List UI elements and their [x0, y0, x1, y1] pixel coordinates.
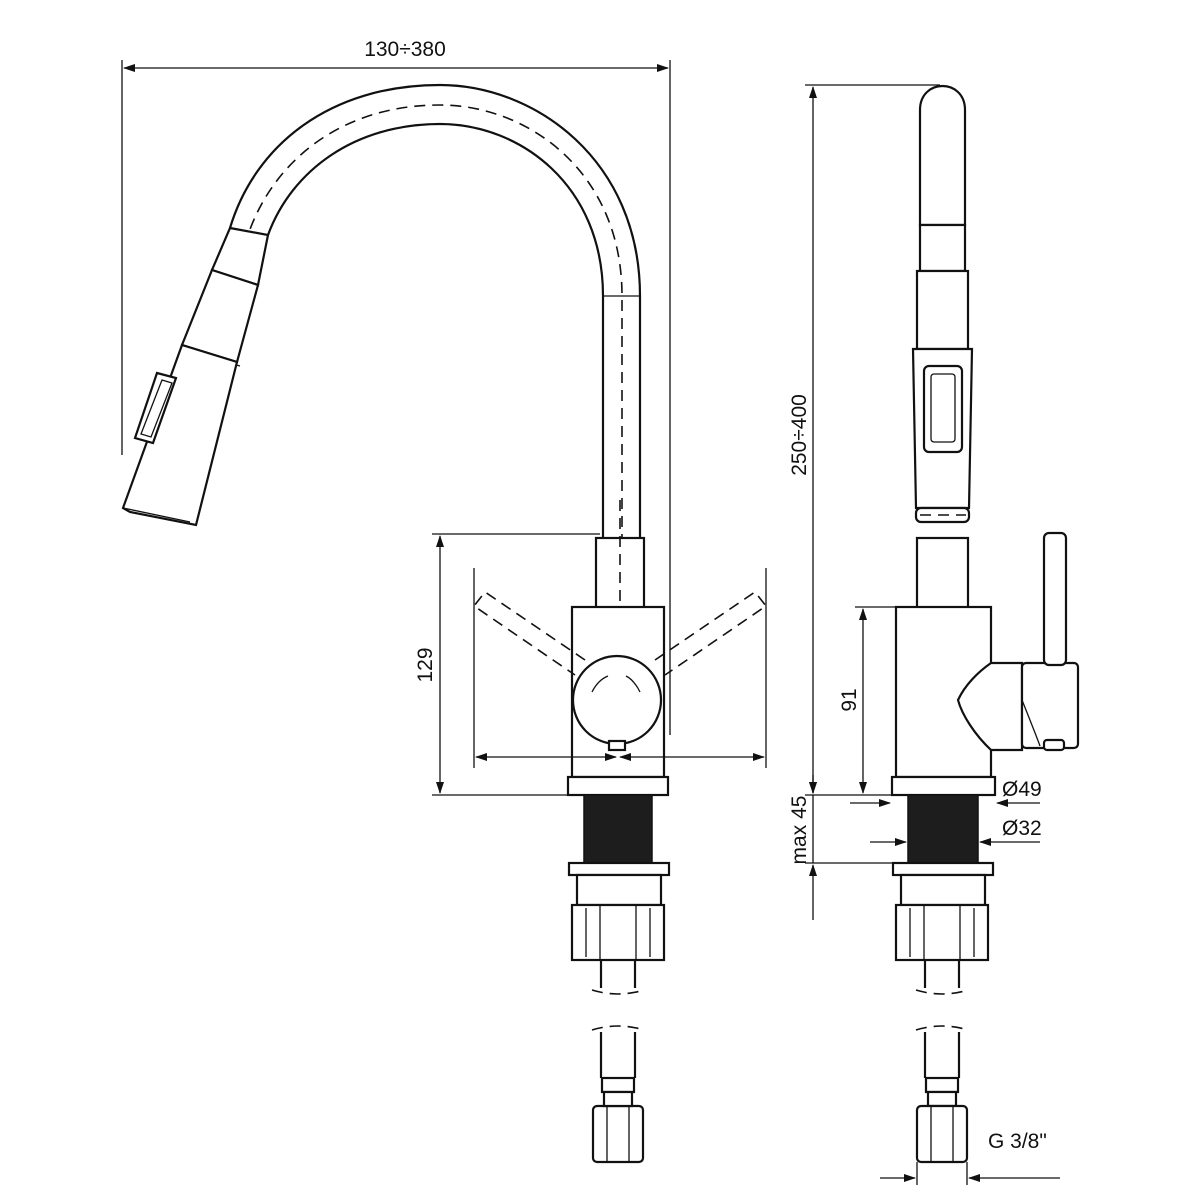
side-lever-rod	[1042, 531, 1068, 667]
thread-label: G 3/8"	[988, 1130, 1047, 1153]
shank-nut	[575, 873, 663, 907]
base-dia-label: Ø49	[1002, 778, 1042, 801]
hose-break-lower	[591, 1025, 645, 1031]
spout-inner-curve	[266, 122, 605, 545]
threaded-shank	[583, 794, 653, 864]
side-spray-button	[922, 364, 964, 454]
side-spout-sleeve-2	[915, 269, 970, 351]
hose-fitting-ring	[600, 1076, 636, 1094]
hub-bottom-tab	[607, 739, 627, 752]
spray-head	[121, 343, 239, 527]
lever-left-position	[472, 590, 586, 676]
side-fitting-neck	[926, 1090, 958, 1108]
hose-fitting-nut	[591, 1104, 645, 1164]
hub-mark-right	[625, 675, 641, 693]
hose-fitting-neck	[602, 1090, 634, 1108]
side-view: 250÷400 91 max 45 Ø49 Ø32 G 3/8"	[788, 84, 1080, 1185]
side-spray-button-inner	[930, 373, 956, 443]
side-hose-nut	[894, 903, 990, 962]
hose-break-upper	[591, 989, 645, 995]
side-body-height-label: 91	[838, 688, 861, 711]
side-shank-nut	[899, 873, 987, 907]
hub-mark-left	[591, 675, 609, 693]
side-hose-break-lower	[915, 1025, 969, 1031]
spout-outer-curve	[228, 83, 642, 545]
side-spout-top	[918, 85, 967, 227]
side-fitting-ring	[924, 1076, 960, 1094]
side-fitting-nut	[915, 1104, 969, 1164]
spray-head-button-inner	[140, 379, 173, 438]
side-collar	[915, 536, 970, 610]
spray-head-button	[133, 371, 178, 445]
shank-dia-label: Ø32	[1002, 817, 1042, 840]
body-base-ring	[566, 775, 670, 797]
side-threaded-shank	[907, 794, 979, 864]
spout-centerline	[248, 104, 623, 545]
front-view: 130÷380 129	[121, 38, 768, 1164]
side-lever-block	[1020, 661, 1080, 750]
hose-nut	[570, 903, 666, 962]
side-lever-block-edge	[1021, 699, 1041, 747]
side-base-ring	[890, 775, 997, 797]
max-deck-label: max 45	[788, 796, 811, 865]
lever-right-position	[654, 590, 768, 676]
height-label: 250÷400	[788, 394, 811, 476]
side-lever-screw	[1042, 738, 1066, 752]
side-shank-nut-top	[891, 861, 995, 877]
reach-label: 130÷380	[364, 38, 446, 61]
body-height-label: 129	[414, 647, 437, 682]
side-spout-sleeve-1	[918, 223, 967, 273]
lever-hub	[571, 654, 663, 746]
shank-nut-top	[567, 861, 671, 877]
side-lever-boss	[956, 661, 1024, 752]
spray-head-nozzle	[122, 507, 191, 523]
side-hose-break-upper	[915, 989, 969, 995]
